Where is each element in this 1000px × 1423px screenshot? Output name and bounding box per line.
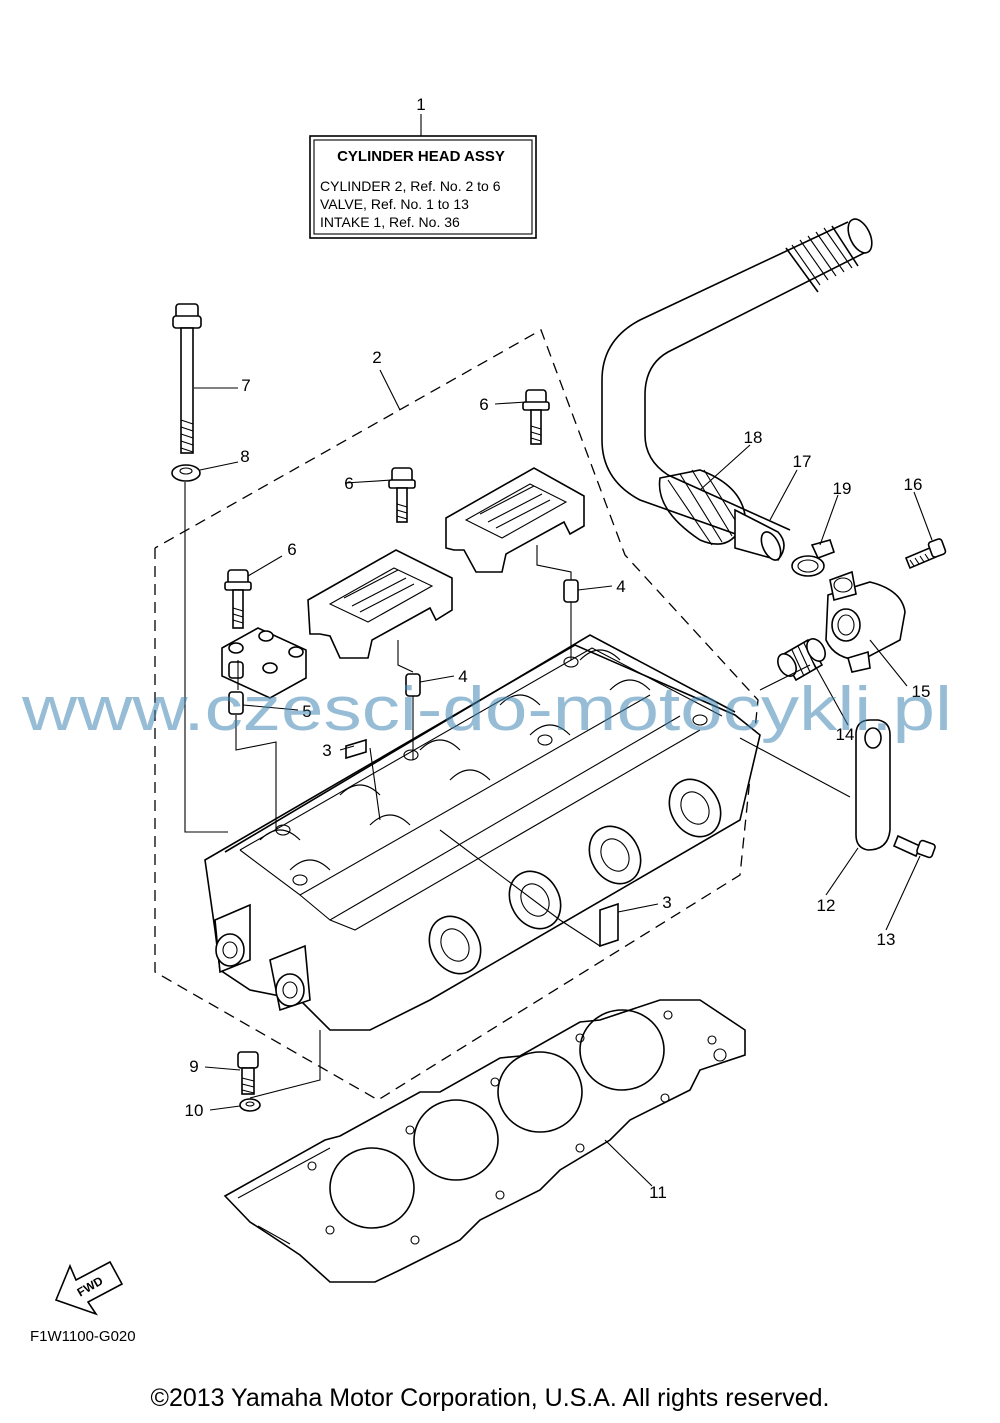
callout-4-lower: 4 [458,667,467,686]
hose-bellows-upper [785,225,859,293]
hose [601,218,873,561]
callout-14: 14 [836,725,855,744]
callout-6-middle: 6 [344,474,353,493]
watermark: www.czesci-do-motocykli.pl [21,675,952,744]
cam-cap-middle [307,549,453,659]
thermostat [777,638,826,682]
cam-cap-right [445,467,585,573]
leader-lines [194,114,933,1187]
callout-6-right: 6 [479,395,488,414]
callouts: 1 2 3 3 4 4 5 6 6 6 7 8 9 10 11 12 13 14… [185,95,931,1202]
cam-cap-left [221,627,307,699]
hose-pipe [734,508,785,561]
bolt-6-left [224,569,252,629]
valve-guides [345,738,619,948]
copyright: ©2013 Yamaha Motor Corporation, U.S.A. A… [151,1384,830,1412]
assembly-outline [154,329,759,1101]
cylinder-head [204,634,761,1031]
callout-2: 2 [372,348,381,367]
callout-6-left: 6 [287,540,296,559]
callout-3-upper: 3 [322,741,331,760]
bolt-16 [904,538,947,570]
callout-4-upper: 4 [616,577,625,596]
callout-10: 10 [185,1101,204,1120]
label-box-line-2: VALVE, Ref. No. 1 to 13 [320,196,469,212]
bolt-6-middle [388,467,416,523]
diagram-code: F1W1100-G020 [30,1328,136,1345]
thermostat-housing [825,570,906,673]
callout-13: 13 [877,930,896,949]
callout-15: 15 [912,682,931,701]
callout-8: 8 [240,447,249,466]
callout-5: 5 [302,702,311,721]
gasket-holes [307,1010,727,1245]
callout-7: 7 [241,376,250,395]
head-gasket [223,999,746,1283]
callout-17: 17 [793,452,812,471]
label-box-line-1: CYLINDER 2, Ref. No. 2 to 6 [320,178,501,194]
bracket [855,719,891,851]
bolt-13 [892,834,936,859]
label-box: CYLINDER HEAD ASSY CYLINDER 2, Ref. No. … [309,135,537,239]
callout-9: 9 [189,1057,198,1076]
callout-19: 19 [833,479,852,498]
callout-11: 11 [649,1183,667,1202]
callout-18: 18 [744,428,763,447]
bolt-6-right [522,389,550,445]
fwd-arrow-icon: FWD [54,1260,124,1316]
washer-8 [171,464,201,482]
assembly-guides [184,482,851,1099]
callout-12: 12 [817,896,836,915]
callout-16: 16 [904,475,923,494]
callout-3-lower: 3 [662,893,671,912]
long-bolt [172,303,202,454]
bolt-9 [237,1051,259,1095]
label-box-line-3: INTAKE 1, Ref. No. 36 [320,214,460,230]
hose-clamp [791,539,836,577]
washer-10 [239,1098,261,1112]
label-box-title: CYLINDER HEAD ASSY [337,148,505,165]
callout-1: 1 [416,95,425,114]
hose-bellows-lower [658,469,746,546]
